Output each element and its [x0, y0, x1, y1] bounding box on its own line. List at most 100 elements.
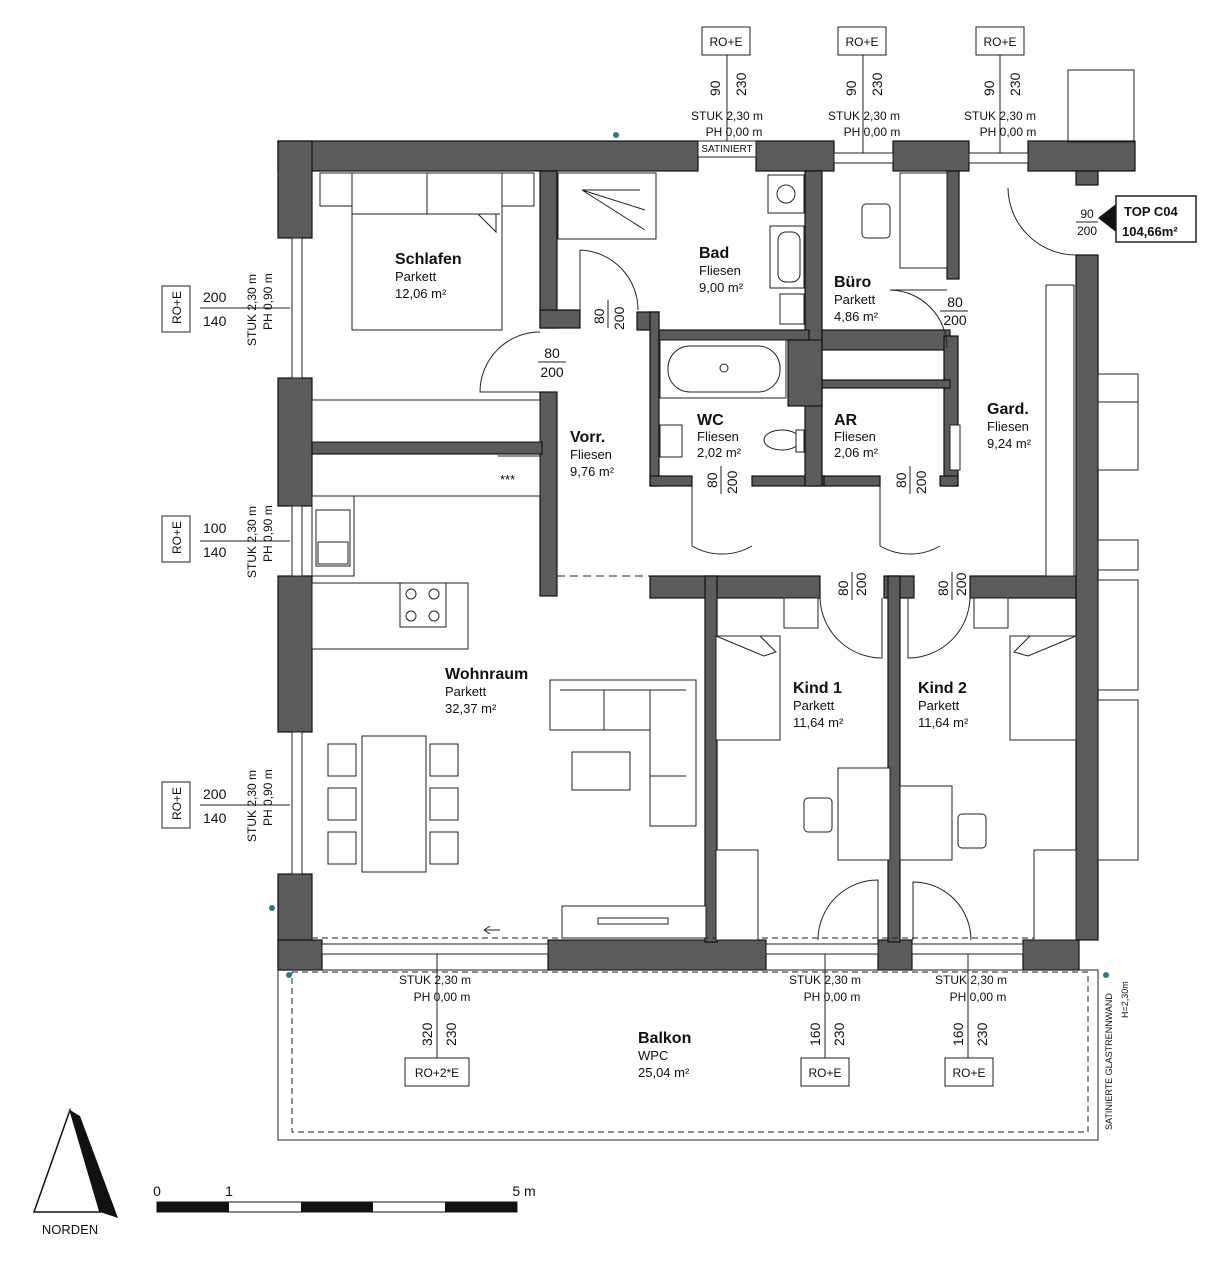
- svg-text:12,06 m²: 12,06 m²: [395, 286, 447, 301]
- svg-text:Fliesen: Fliesen: [699, 263, 741, 278]
- svg-text:9,76 m²: 9,76 m²: [570, 464, 615, 479]
- svg-text:WC: WC: [697, 412, 724, 429]
- svg-text:230: 230: [831, 1022, 847, 1046]
- svg-text:90: 90: [843, 80, 859, 96]
- svg-text:RO+2*E: RO+2*E: [415, 1066, 459, 1080]
- svg-text:90: 90: [707, 80, 723, 96]
- window-tag-left-1: RO+E 200 140 STUK 2,30 m PH 0,90 m: [161, 273, 290, 346]
- svg-text:PH 0,00 m: PH 0,00 m: [706, 125, 763, 139]
- room-label-vorr: Vorr. Fliesen 9,76 m²: [570, 429, 615, 479]
- svg-text:11,64 m²: 11,64 m²: [918, 715, 969, 730]
- svg-text:STUK 2,30 m: STUK 2,30 m: [828, 109, 900, 123]
- svg-text:200: 200: [943, 312, 967, 328]
- svg-text:RO+E: RO+E: [845, 35, 878, 49]
- svg-text:Kind 2: Kind 2: [918, 680, 967, 697]
- unit-tag: 90 200 TOP C04 104,66m²: [1076, 195, 1197, 243]
- svg-text:Fliesen: Fliesen: [697, 429, 739, 444]
- svg-text:PH 0,00 m: PH 0,00 m: [950, 990, 1007, 1004]
- svg-text:Parkett: Parkett: [918, 698, 960, 713]
- svg-text:NORDEN: NORDEN: [42, 1222, 98, 1237]
- stove-symbol: ***: [500, 472, 515, 487]
- svg-text:PH 0,90 m: PH 0,90 m: [261, 769, 275, 826]
- svg-text:200: 200: [1077, 224, 1097, 238]
- walls: [277, 140, 1136, 971]
- room-label-buero: Büro Parkett 4,86 m²: [834, 274, 879, 324]
- glass-wall-note: SATINIERTE GLASTRENNWAND H=2,30m: [1104, 981, 1130, 1130]
- svg-text:200: 200: [203, 289, 227, 305]
- svg-text:Schlafen: Schlafen: [395, 251, 462, 268]
- svg-text:9,24 m²: 9,24 m²: [987, 436, 1032, 451]
- svg-text:80: 80: [704, 472, 720, 488]
- svg-text:RO+E: RO+E: [170, 521, 184, 554]
- svg-text:200: 200: [611, 306, 627, 330]
- svg-text:STUK 2,30 m: STUK 2,30 m: [245, 274, 259, 346]
- svg-text:STUK 2,30 m: STUK 2,30 m: [245, 506, 259, 578]
- svg-text:PH 0,90 m: PH 0,90 m: [261, 273, 275, 330]
- svg-text:Parkett: Parkett: [834, 292, 876, 307]
- door-dim-ar: 80 200: [893, 466, 929, 494]
- svg-text:32,37 m²: 32,37 m²: [445, 701, 497, 716]
- svg-text:80: 80: [544, 345, 560, 361]
- door-dim-bad: 80 200: [591, 300, 627, 330]
- svg-text:80: 80: [947, 294, 963, 310]
- svg-text:Vorr.: Vorr.: [570, 429, 605, 446]
- svg-text:90: 90: [981, 80, 997, 96]
- svg-text:320: 320: [419, 1022, 435, 1046]
- svg-text:80: 80: [835, 580, 851, 596]
- svg-text:2,06 m²: 2,06 m²: [834, 445, 879, 460]
- svg-text:STUK 2,30 m: STUK 2,30 m: [935, 973, 1007, 987]
- svg-text:25,04 m²: 25,04 m²: [638, 1065, 690, 1080]
- door-dim-kind2: 80 200: [935, 572, 969, 600]
- svg-text:WPC: WPC: [638, 1048, 668, 1063]
- window-tag-bottom-2: STUK 2,30 m PH 0,00 m 160 230 RO+E: [789, 954, 861, 1087]
- window-tag-left-2: RO+E 100 140 STUK 2,30 m PH 0,90 m: [161, 505, 290, 578]
- window-tag-left-3: RO+E 200 140 STUK 2,30 m PH 0,90 m: [161, 769, 290, 842]
- satiniert-label: SATINIERT: [701, 144, 752, 155]
- window-tag-top-3: RO+E 90 230 STUK 2,30 m PH 0,00 m: [964, 26, 1037, 153]
- room-label-wc: WC Fliesen 2,02 m²: [697, 412, 742, 460]
- svg-text:140: 140: [203, 544, 227, 560]
- svg-text:Fliesen: Fliesen: [834, 429, 876, 444]
- svg-text:200: 200: [953, 572, 969, 596]
- svg-text:104,66m²: 104,66m²: [1122, 224, 1178, 239]
- svg-text:H=2,30m: H=2,30m: [1120, 981, 1130, 1018]
- svg-text:90: 90: [1080, 207, 1094, 221]
- svg-text:9,00 m²: 9,00 m²: [699, 280, 744, 295]
- survey-markers: [269, 132, 1109, 978]
- room-label-balkon: Balkon WPC 25,04 m²: [638, 1030, 691, 1080]
- furniture: [277, 69, 1139, 1141]
- svg-text:5 m: 5 m: [512, 1183, 535, 1199]
- svg-text:2,02 m²: 2,02 m²: [697, 445, 742, 460]
- room-label-bad: Bad Fliesen 9,00 m²: [699, 245, 744, 295]
- svg-text:STUK 2,30 m: STUK 2,30 m: [245, 770, 259, 842]
- svg-text:Gard.: Gard.: [987, 401, 1029, 418]
- svg-text:AR: AR: [834, 412, 858, 429]
- window-tag-bottom-3: STUK 2,30 m PH 0,00 m 160 230 RO+E: [935, 954, 1007, 1087]
- svg-text:Parkett: Parkett: [395, 269, 437, 284]
- svg-text:RO+E: RO+E: [170, 787, 184, 820]
- svg-text:STUK 2,30 m: STUK 2,30 m: [399, 973, 471, 987]
- svg-text:80: 80: [893, 472, 909, 488]
- svg-text:Büro: Büro: [834, 274, 872, 291]
- scale-bar: 0 1 5 m: [153, 1183, 536, 1213]
- svg-text:230: 230: [733, 72, 749, 96]
- svg-text:STUK 2,30 m: STUK 2,30 m: [964, 109, 1036, 123]
- svg-text:200: 200: [853, 572, 869, 596]
- svg-text:PH 0,00 m: PH 0,00 m: [804, 990, 861, 1004]
- svg-text:Fliesen: Fliesen: [987, 419, 1029, 434]
- svg-text:RO+E: RO+E: [709, 35, 742, 49]
- svg-text:230: 230: [869, 72, 885, 96]
- svg-text:230: 230: [974, 1022, 990, 1046]
- svg-text:80: 80: [935, 580, 951, 596]
- window-tag-top-2: RO+E 90 230 STUK 2,30 m PH 0,00 m: [828, 26, 900, 153]
- svg-text:200: 200: [913, 470, 929, 494]
- room-label-kind1: Kind 1 Parkett 11,64 m²: [793, 680, 844, 730]
- svg-text:200: 200: [203, 786, 227, 802]
- svg-text:Kind 1: Kind 1: [793, 680, 842, 697]
- svg-text:SATINIERTE GLASTRENNWAND: SATINIERTE GLASTRENNWAND: [1104, 993, 1114, 1130]
- svg-text:PH 0,00 m: PH 0,00 m: [980, 125, 1037, 139]
- room-label-kind2: Kind 2 Parkett 11,64 m²: [918, 680, 969, 730]
- door-dim-kind1: 80 200: [835, 572, 869, 600]
- door-dim-schlafen: 80 200: [538, 345, 566, 380]
